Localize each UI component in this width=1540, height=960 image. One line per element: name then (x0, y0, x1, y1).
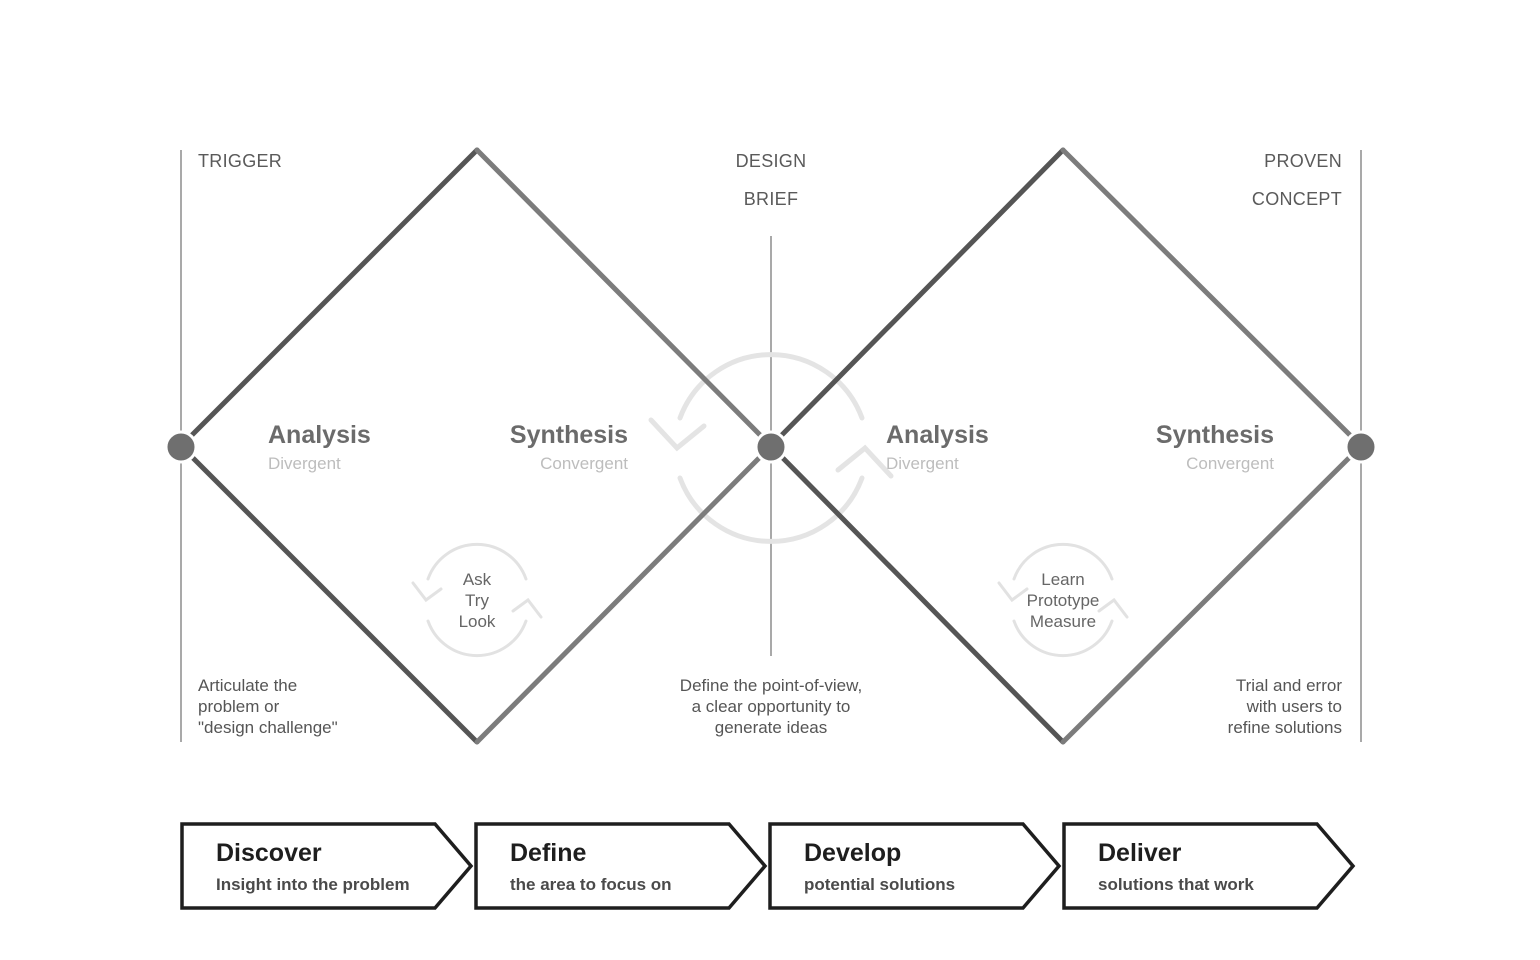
proven-concept-node (1344, 430, 1378, 464)
diamond1-convergent-label: Convergent (540, 454, 628, 473)
diamond2-synthesis-title: Synthesis (1156, 421, 1274, 449)
desc-right-line1: Trial and error (1236, 676, 1342, 695)
diamond2-analysis-title: Analysis (886, 421, 989, 449)
desc-left-line1: Articulate the (198, 676, 297, 695)
desc-left-line3: "design challenge" (198, 718, 338, 737)
diamond2-convergent-label: Convergent (1186, 454, 1274, 473)
diamond1-loop-try: Try (465, 591, 489, 610)
diamond-discover-define (178, 147, 774, 745)
diamond2-divergent-label: Divergent (886, 454, 959, 473)
diamond1-loop-icon (411, 542, 543, 658)
stage-deliver: Deliver solutions that work (1062, 822, 1356, 910)
stage-discover: Discover Insight into the problem (180, 822, 474, 910)
diamond1-loop-ask: Ask (463, 570, 492, 589)
desc-left-line2: problem or (198, 697, 280, 716)
stage-discover-chevron (180, 822, 474, 910)
stage-define-subtitle: the area to focus on (510, 875, 672, 894)
milestone-design-brief-line1: DESIGN (736, 151, 807, 171)
stage-develop-subtitle: potential solutions (804, 875, 955, 894)
milestone-trigger: TRIGGER (198, 151, 282, 171)
diamond-develop-deliver (768, 147, 1364, 745)
stage-define-title: Define (510, 839, 587, 867)
stage-deliver-title: Deliver (1098, 839, 1182, 867)
diamond2-loop-learn: Learn (1041, 570, 1084, 589)
diamond1-loop-look: Look (459, 612, 496, 631)
desc-center-line2: a clear opportunity to (692, 697, 851, 716)
stage-develop-chevron (768, 822, 1062, 910)
milestone-proven-concept-line2: CONCEPT (1252, 189, 1342, 209)
diamond2-loop-icon (997, 542, 1129, 658)
trigger-node (164, 430, 198, 464)
stage-define: Define the area to focus on (474, 822, 768, 910)
desc-center-line3: generate ideas (715, 718, 827, 737)
stage-deliver-subtitle: solutions that work (1098, 875, 1254, 894)
desc-right-line2: with users to (1246, 697, 1342, 716)
desc-center-line1: Define the point-of-view, (680, 676, 862, 695)
diamond1-synthesis-title: Synthesis (510, 421, 628, 449)
diamond1-divergent-label: Divergent (268, 454, 341, 473)
stage-define-chevron (474, 822, 768, 910)
diamond2-loop-measure: Measure (1030, 612, 1096, 631)
design-brief-node (754, 430, 788, 464)
stage-develop-title: Develop (804, 839, 901, 867)
desc-right-line3: refine solutions (1228, 718, 1342, 737)
milestone-proven-concept-line1: PROVEN (1264, 151, 1342, 171)
stage-discover-subtitle: Insight into the problem (216, 875, 410, 894)
stage-deliver-chevron (1062, 822, 1356, 910)
stage-discover-title: Discover (216, 839, 322, 867)
center-iteration-loop-icon (648, 352, 894, 544)
diamond2-loop-prototype: Prototype (1027, 591, 1100, 610)
milestone-design-brief-line2: BRIEF (744, 189, 799, 209)
diamond1-analysis-title: Analysis (268, 421, 371, 449)
stage-develop: Develop potential solutions (768, 822, 1062, 910)
